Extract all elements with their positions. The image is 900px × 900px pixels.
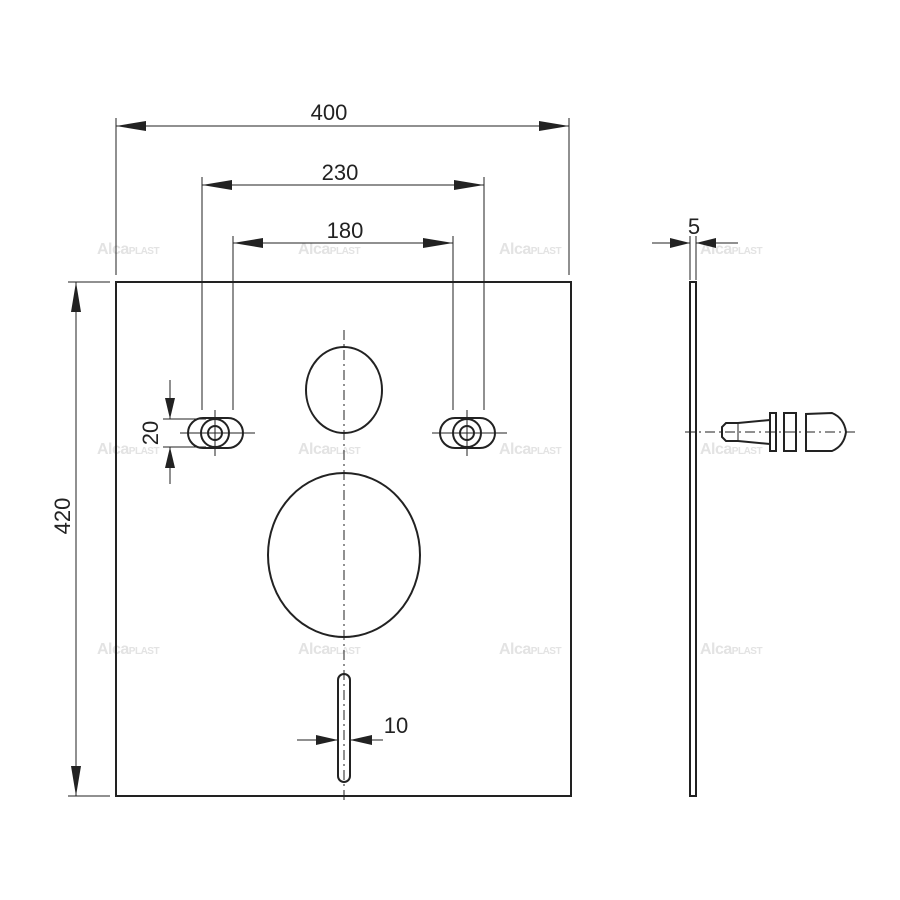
dimension-bolt-height: 20 bbox=[138, 380, 206, 484]
plate-side-view bbox=[689, 281, 697, 797]
watermark-logo: AlcaPLAST bbox=[499, 441, 561, 458]
watermark-logo: AlcaPLAST bbox=[298, 641, 360, 658]
dimension-label: 20 bbox=[138, 421, 163, 445]
dimension-label: 230 bbox=[322, 160, 359, 185]
watermark-logo: AlcaPLAST bbox=[298, 241, 360, 258]
watermark-logo: AlcaPLAST bbox=[499, 241, 561, 258]
dimension-height-total: 420 bbox=[50, 281, 110, 797]
dimension-label: 5 bbox=[688, 214, 700, 239]
dimension-label: 10 bbox=[384, 713, 408, 738]
dimension-label: 180 bbox=[327, 218, 364, 243]
large-drain-hole bbox=[267, 472, 421, 638]
upper-oval-hole bbox=[305, 346, 383, 434]
watermark-logo: AlcaPLAST bbox=[97, 241, 159, 258]
watermark-logo: AlcaPLAST bbox=[700, 641, 762, 658]
dimension-label: 400 bbox=[311, 100, 348, 125]
dimension-width-bolts-outer: 230 bbox=[201, 160, 485, 410]
dimension-width-bolts-inner: 180 bbox=[232, 218, 454, 410]
dimension-width-total: 400 bbox=[115, 100, 570, 275]
watermark-layer: AlcaPLAST AlcaPLAST AlcaPLAST AlcaPLAST … bbox=[97, 241, 763, 658]
dimension-thickness: 5 bbox=[652, 214, 738, 280]
watermark-logo: AlcaPLAST bbox=[700, 441, 762, 458]
mounting-bolt-assembly bbox=[685, 411, 855, 452]
left-bolt-hole bbox=[180, 410, 255, 456]
bottom-slot bbox=[337, 673, 351, 783]
watermark-logo: AlcaPLAST bbox=[97, 441, 159, 458]
watermark-logo: AlcaPLAST bbox=[97, 641, 159, 658]
dimension-label: 420 bbox=[50, 498, 75, 535]
dimension-slot-width: 10 bbox=[297, 713, 408, 745]
watermark-logo: AlcaPLAST bbox=[499, 641, 561, 658]
watermark-logo: AlcaPLAST bbox=[298, 441, 360, 458]
right-bolt-hole bbox=[432, 410, 507, 456]
